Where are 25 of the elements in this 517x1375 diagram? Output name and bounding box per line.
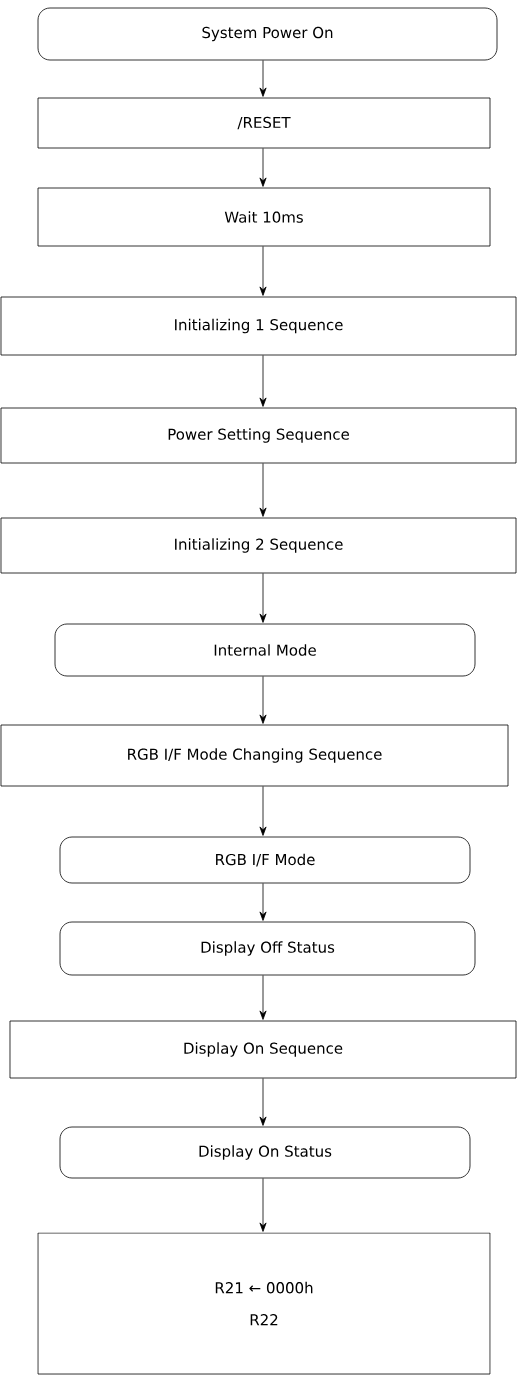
arrow (259, 246, 267, 296)
arrow (259, 148, 267, 187)
arrow (259, 573, 267, 623)
arrow (259, 786, 267, 836)
process-box: Initializing 1 Sequence (0, 296, 517, 356)
process-box: /RESET (37, 97, 491, 149)
state-box: Display On Status (59, 1126, 471, 1179)
arrow (259, 1078, 267, 1126)
process-box: Display On Sequence (9, 1020, 517, 1079)
state-box: Display Off Status (59, 921, 476, 976)
process-box: Power Setting Sequence (0, 407, 517, 464)
arrow (259, 463, 267, 517)
process-box: Wait 10ms (37, 187, 491, 247)
arrow (259, 355, 267, 407)
process-box: R21 ← 0000h R22 (37, 1232, 491, 1375)
state-box: Internal Mode (54, 623, 476, 677)
process-box: Initializing 2 Sequence (0, 517, 517, 574)
arrow (259, 975, 267, 1020)
process-box: RGB I/F Mode Changing Sequence (0, 724, 509, 787)
arrow (259, 883, 267, 921)
arrow (259, 1178, 267, 1232)
arrow (259, 676, 267, 724)
arrow (259, 60, 267, 97)
state-box: RGB I/F Mode (59, 836, 471, 884)
start-end-box: System Power On (37, 7, 498, 61)
